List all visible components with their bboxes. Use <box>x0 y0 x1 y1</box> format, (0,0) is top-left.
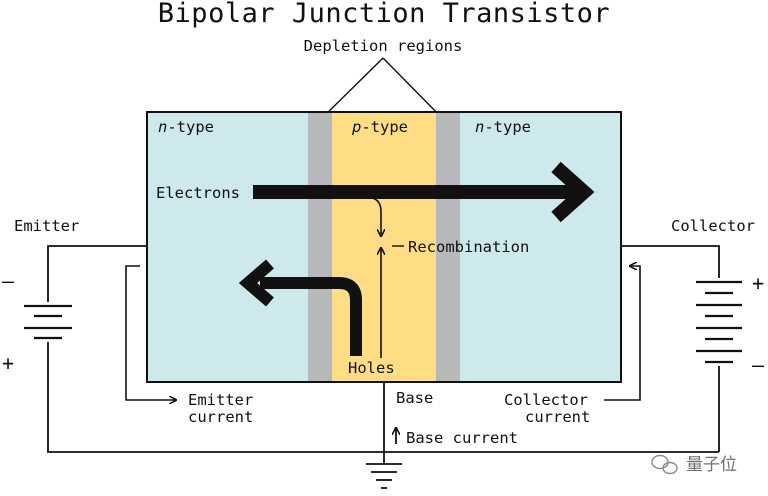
emitter-current-label-line1: Emitter <box>188 391 253 409</box>
base-current-label: Base current <box>406 429 518 447</box>
emitter-battery <box>24 304 72 340</box>
collector-battery <box>696 280 742 364</box>
depletion-regions-label: Depletion regions <box>304 37 463 55</box>
emitter-plus-sign: + <box>2 351 14 375</box>
collector-current-arrow <box>604 266 641 401</box>
collector-minus-sign: – <box>752 353 765 377</box>
collector-label: Collector <box>671 217 755 235</box>
emitter-current-label-line2: current <box>188 408 253 426</box>
collector-wire-top <box>621 245 720 278</box>
emitter-n-region <box>147 112 308 382</box>
depletion-region-right <box>436 112 460 382</box>
emitter-label: Emitter <box>14 217 79 235</box>
n-type-label-right: n-type <box>475 118 531 136</box>
holes-label: Holes <box>348 359 395 377</box>
wechat-logo-icon <box>651 454 678 475</box>
collector-current-label-line2: current <box>525 408 590 426</box>
collector-plus-sign: + <box>752 271 764 295</box>
base-label: Base <box>396 389 433 407</box>
emitter-wire-top <box>47 245 147 302</box>
emitter-current-arrow <box>125 265 176 400</box>
collector-current-label-line1: Collector <box>504 391 588 409</box>
emitter-minus-sign: – <box>2 269 15 293</box>
electrons-label: Electrons <box>156 184 240 202</box>
watermark-text: 量子位 <box>686 455 737 475</box>
electrons-arrow-head <box>551 161 595 223</box>
n-type-label-left: n-type <box>158 118 214 136</box>
holes-arrow-shaft <box>260 277 362 356</box>
diagram-title: Bipolar Junction Transistor <box>158 0 610 29</box>
recombination-label: Recombination <box>408 238 529 256</box>
holes-arrow-head <box>238 259 274 307</box>
ground-symbol <box>366 463 402 489</box>
electron-recombination-arrow <box>371 197 381 236</box>
collector-n-region <box>460 112 621 382</box>
p-type-label: p-type <box>351 118 408 136</box>
bottom-return-wire <box>47 342 719 453</box>
depletion-region-left <box>308 112 332 382</box>
